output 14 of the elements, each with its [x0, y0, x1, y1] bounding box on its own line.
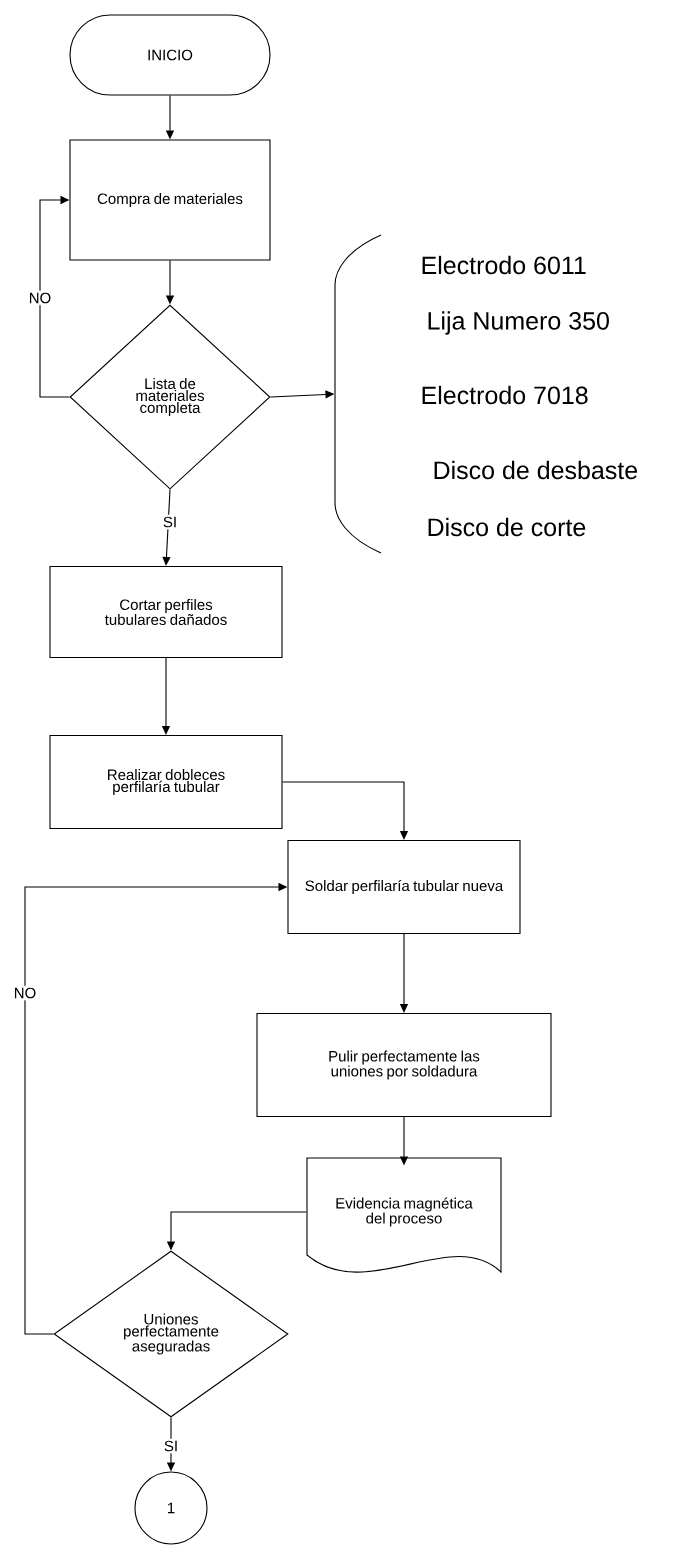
edge-label: NO [26, 290, 54, 306]
bracket-list: Electrodo 6011 Lija Numero 350 Electrodo 7018 Disco de desbaste Disco de corte [334, 234, 638, 554]
start-terminal: INICIO [69, 14, 271, 96]
edge-label: NO [11, 985, 39, 1001]
process-box: Cortar perfiles tubulares dañados [49, 565, 283, 659]
process-box: Soldar perfilaría tubular nueva [287, 839, 521, 935]
edge-label: SI [161, 1438, 181, 1454]
process-box: Compra de materiales [69, 139, 271, 261]
arrow [282, 781, 409, 840]
process-box: Realizar dobleces perfilaría tubular [49, 734, 283, 830]
arrow [162, 489, 171, 566]
process-box: Pulir perfectamente las uniones por soldadura [256, 1012, 552, 1118]
edge-label: SI [160, 514, 180, 530]
arrow [39, 195, 70, 398]
